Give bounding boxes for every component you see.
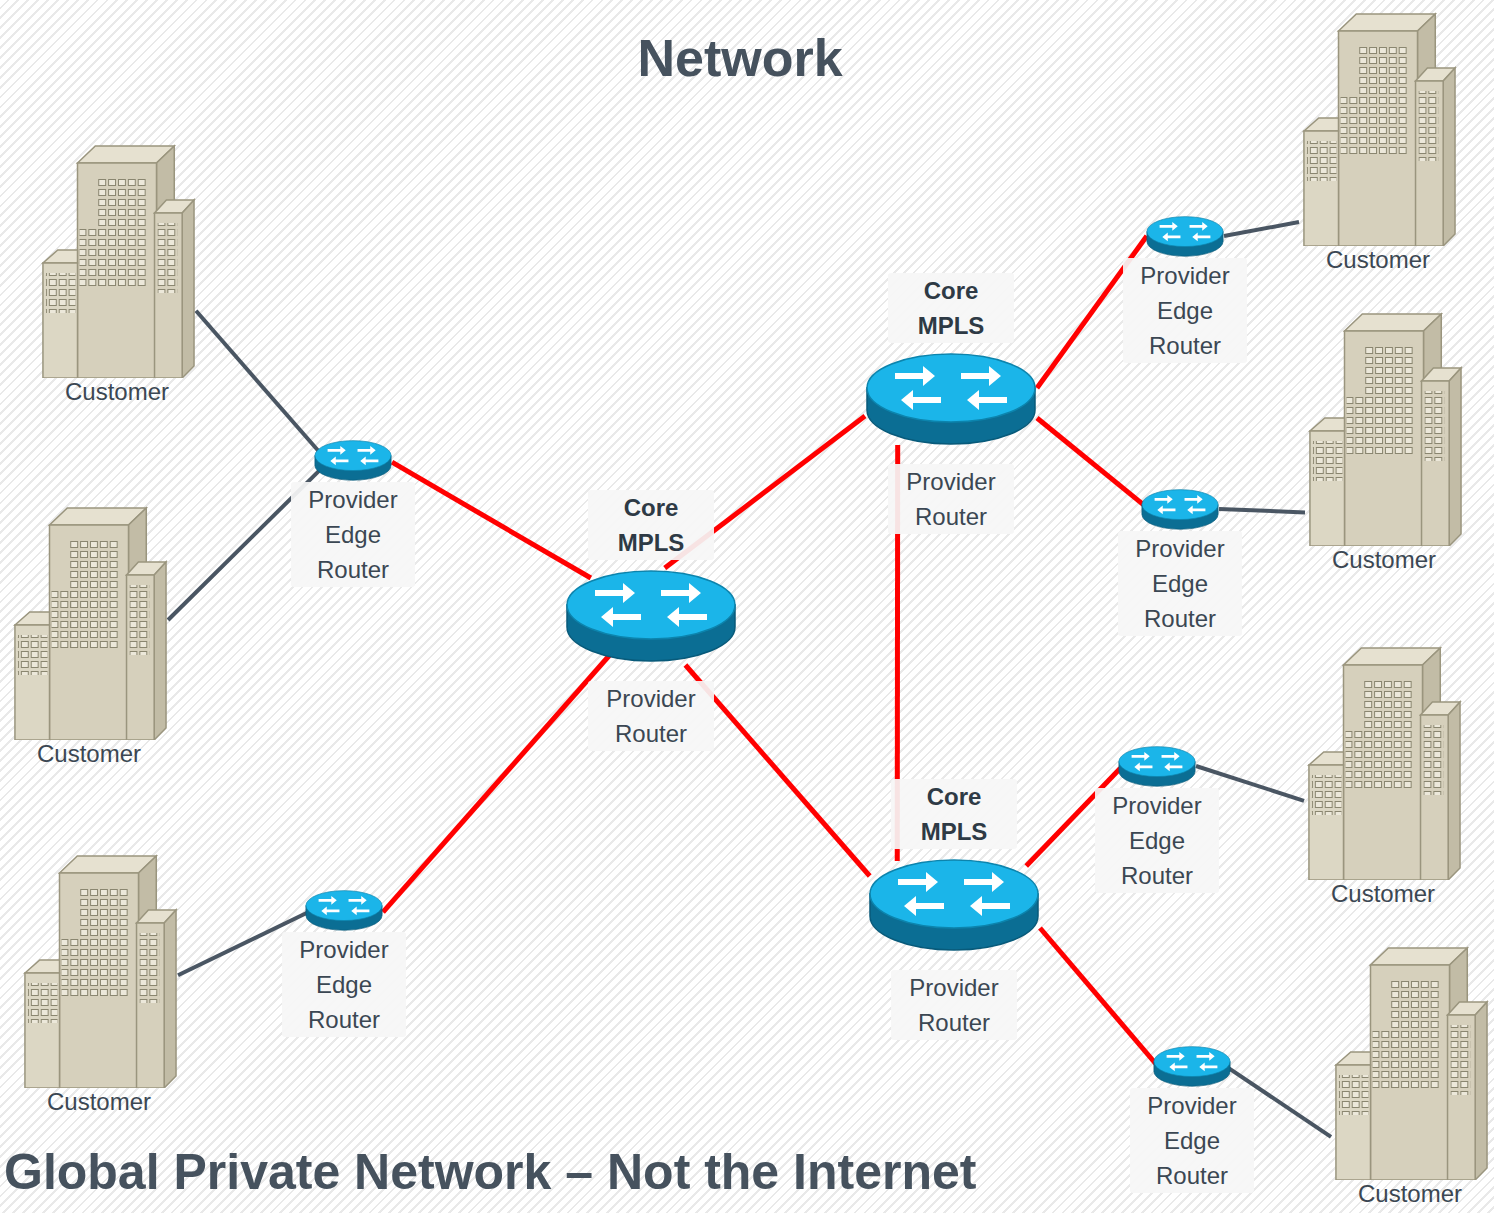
core-router: Core MPLS Provider Router	[565, 490, 737, 751]
edge-router: Provider Edge Router	[1130, 1044, 1254, 1193]
edge-router: Provider Edge Router	[1123, 214, 1247, 363]
router-icon	[1146, 214, 1224, 258]
edge-router: Provider Edge Router	[282, 888, 406, 1037]
core-router: Core MPLS Provider Router	[865, 273, 1037, 534]
router-icon	[565, 565, 737, 665]
core-label: Core MPLS	[888, 273, 1014, 343]
access-link	[196, 311, 319, 451]
router-icon	[1118, 744, 1196, 788]
edge-router: Provider Edge Router	[1118, 487, 1242, 636]
customer-site: Customer	[38, 138, 196, 406]
site-label: Customer	[47, 1088, 151, 1116]
mpls-link	[383, 655, 610, 912]
customer-site: Customer	[1331, 940, 1489, 1208]
edge-router: Provider Edge Router	[1095, 744, 1219, 893]
router-icon	[865, 348, 1037, 448]
diagram-title: Network	[637, 28, 842, 88]
router-icon	[1141, 487, 1219, 531]
router-label: Provider Edge Router	[1095, 788, 1219, 893]
router-label: Provider Edge Router	[282, 932, 406, 1037]
building-icon	[1299, 6, 1457, 246]
site-label: Customer	[1331, 880, 1435, 908]
router-label: Provider Router	[588, 681, 714, 751]
router-icon	[314, 438, 392, 482]
core-router: Core MPLS Provider Router	[868, 779, 1040, 1040]
building-icon	[1304, 640, 1462, 880]
building-icon	[38, 138, 196, 378]
core-label: Core MPLS	[891, 779, 1017, 849]
building-icon	[1331, 940, 1489, 1180]
customer-site: Customer	[10, 500, 168, 768]
customer-site: Customer	[20, 848, 178, 1116]
building-icon	[20, 848, 178, 1088]
router-label: Provider Edge Router	[291, 482, 415, 587]
customer-site: Customer	[1299, 6, 1457, 274]
router-label: Provider Router	[891, 970, 1017, 1040]
router-label: Provider Edge Router	[1130, 1088, 1254, 1193]
customer-site: Customer	[1304, 640, 1462, 908]
mpls-link	[1037, 418, 1143, 505]
site-label: Customer	[1326, 246, 1430, 274]
access-link	[1224, 222, 1299, 236]
router-icon	[1153, 1044, 1231, 1088]
customer-site: Customer	[1305, 306, 1463, 574]
diagram-caption: Global Private Network – Not the Interne…	[4, 1143, 976, 1201]
router-label: Provider Edge Router	[1123, 258, 1247, 363]
site-label: Customer	[65, 378, 169, 406]
router-icon	[868, 854, 1040, 954]
building-icon	[10, 500, 168, 740]
router-label: Provider Edge Router	[1118, 531, 1242, 636]
site-label: Customer	[37, 740, 141, 768]
edge-router: Provider Edge Router	[291, 438, 415, 587]
site-label: Customer	[1358, 1180, 1462, 1208]
access-link	[1219, 509, 1305, 512]
building-icon	[1305, 306, 1463, 546]
mpls-link	[392, 462, 591, 578]
mpls-link	[1040, 928, 1158, 1066]
core-label: Core MPLS	[588, 490, 714, 560]
router-label: Provider Router	[888, 464, 1014, 534]
site-label: Customer	[1332, 546, 1436, 574]
router-icon	[305, 888, 383, 932]
